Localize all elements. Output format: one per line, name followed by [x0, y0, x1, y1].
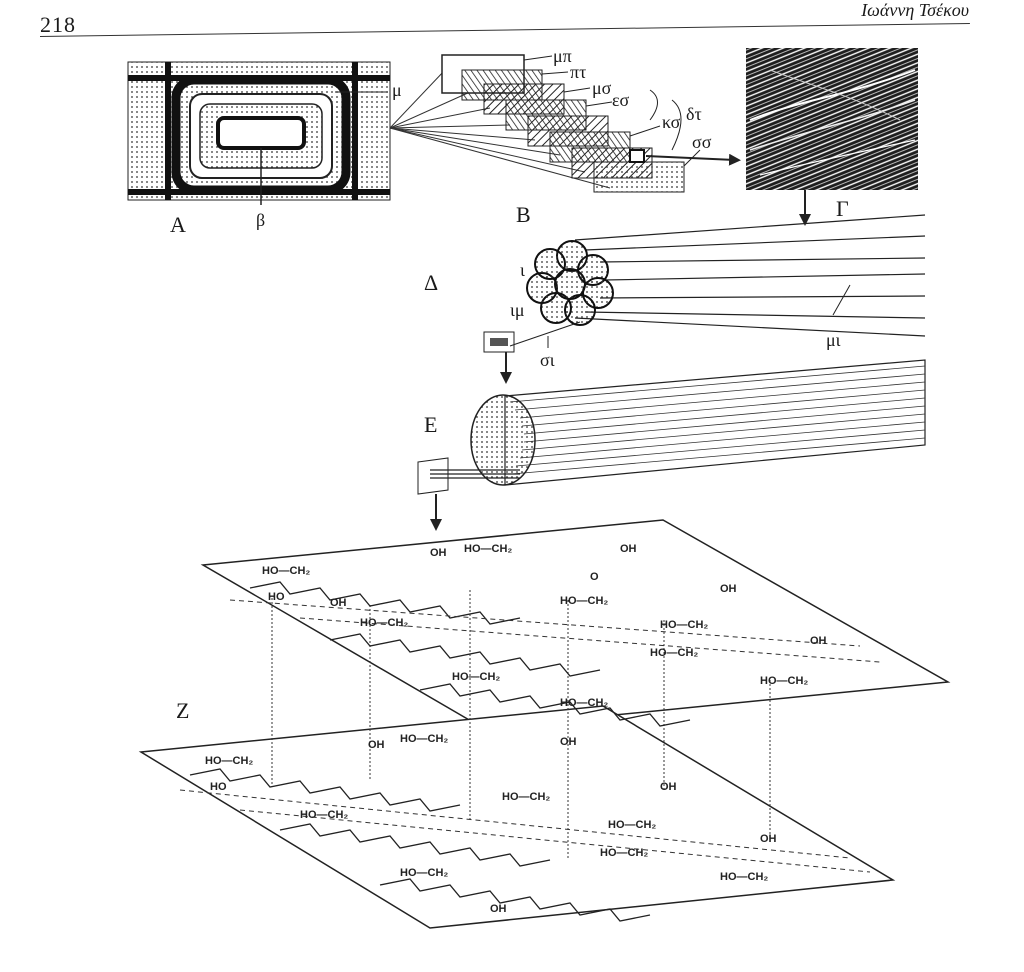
chem-oh: OH: [660, 781, 677, 793]
chem-oh: OH: [720, 583, 737, 595]
chem-ho-ch2: HO—CH₂: [660, 619, 708, 631]
label-mi: μι: [826, 330, 841, 350]
panel-label-z: Ζ: [176, 698, 189, 723]
chem-oh: OH: [810, 635, 827, 647]
panel-label-b: Β: [516, 202, 531, 227]
chem-ho-ch2: HO—CH₂: [560, 697, 608, 709]
panel-z-molecular-sheets: [138, 519, 951, 929]
chem-ho-ch2: HO—CH₂: [400, 867, 448, 879]
chem-ho-ch2: HO—CH₂: [360, 617, 408, 629]
label-i: ι: [520, 260, 525, 280]
label-im: ιμ: [510, 300, 525, 320]
chem-ho: HO: [268, 591, 285, 603]
chem-ho-ch2: HO—CH₂: [502, 791, 550, 803]
molecule-labels-upper: HO—CH₂ HO OH HO—CH₂ OH OH O HO—CH₂ HO—CH…: [262, 543, 827, 709]
chem-ho-ch2: HO—CH₂: [650, 647, 698, 659]
label-ms: μσ: [592, 78, 612, 98]
chem-ho-ch2: HO—CH₂: [600, 847, 648, 859]
label-ss: σσ: [692, 132, 712, 152]
chem-ho-ch2: HO—CH₂: [452, 671, 500, 683]
label-si: σι: [540, 350, 555, 370]
panel-label-a: Α: [170, 212, 186, 237]
chem-ho-ch2: HO—CH₂: [560, 595, 608, 607]
panel-label-g: Γ: [836, 196, 849, 221]
chem-oh: OH: [490, 903, 507, 915]
chem-ho-ch2: HO—CH₂: [205, 755, 253, 767]
chem-ho-ch2: HO—CH₂: [464, 543, 512, 555]
label-es: εσ: [612, 90, 630, 110]
chem-o: O: [590, 571, 599, 583]
chem-ho-ch2: HO—CH₂: [400, 733, 448, 745]
chem-ho-ch2: HO—CH₂: [608, 819, 656, 831]
label-dt: δτ: [686, 104, 702, 124]
panel-d-microfibril: [483, 214, 926, 384]
panel-a-cell-section: [127, 61, 391, 205]
label-mp: μπ: [553, 46, 572, 66]
label-panel-a-mu: μ: [392, 80, 402, 100]
chem-oh: OH: [560, 736, 577, 748]
chem-oh: OH: [430, 547, 447, 559]
chem-ho-ch2: HO—CH₂: [720, 871, 768, 883]
label-ks: κσ: [662, 112, 681, 132]
chem-oh: OH: [368, 739, 385, 751]
running-head: Ιωάννη Τσέκου: [861, 0, 969, 20]
chem-ho-ch2: HO—CH₂: [760, 675, 808, 687]
chem-oh: OH: [620, 543, 637, 555]
page-number: 218: [40, 12, 76, 37]
molecule-labels-lower: HO—CH₂ HO HO—CH₂ OH OH HO—CH₂ HO—CH₂ OH …: [205, 733, 777, 915]
chem-oh: OH: [330, 597, 347, 609]
chem-ho-ch2: HO—CH₂: [262, 565, 310, 577]
panel-g-micrograph: [746, 48, 918, 226]
panel-b-wall-layers: [441, 54, 741, 193]
label-pt: πτ: [570, 62, 586, 82]
label-panel-a-beta: β: [256, 210, 265, 230]
chem-ho-ch2: HO—CH₂: [300, 809, 348, 821]
panel-e-elementary-fibril: [417, 359, 926, 531]
chem-ho: HO: [210, 781, 227, 793]
panel-label-d: Δ: [424, 270, 438, 295]
chem-oh: OH: [760, 833, 777, 845]
panel-label-e: Ε: [424, 412, 437, 437]
